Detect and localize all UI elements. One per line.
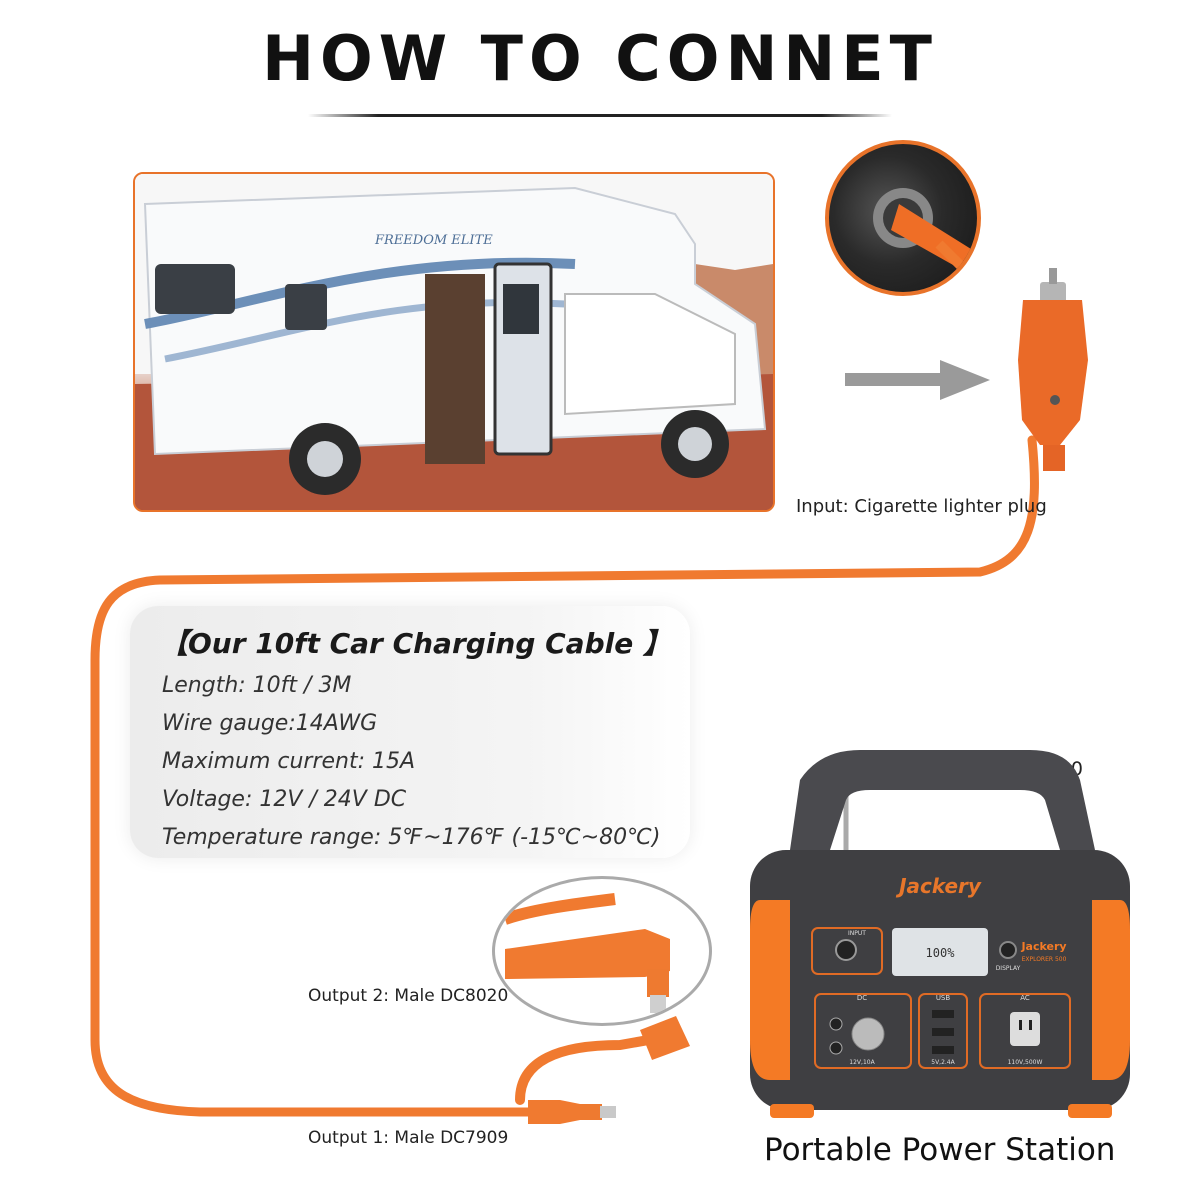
page-title: HOW TO CONNET xyxy=(262,22,938,95)
lighter-plug-icon xyxy=(1018,268,1088,471)
rv-photo: FREEDOM ELITE xyxy=(133,172,775,512)
spec-length: Length: 10ft / 3M xyxy=(162,673,352,698)
power-station-caption: Portable Power Station xyxy=(764,1132,1116,1168)
orange-cable xyxy=(90,435,1039,1117)
arrow-right-icon xyxy=(845,360,990,400)
spec-wire-gauge: Wire gauge:14AWG xyxy=(162,711,378,736)
output1-label: Output 1: Male DC7909 xyxy=(308,1128,509,1148)
spec-voltage: Voltage: 12V / 24V DC xyxy=(162,787,407,812)
output1-connector-icon xyxy=(515,1016,690,1124)
output2-label: Output 2: Male DC8020 xyxy=(308,986,509,1006)
socket-plug-icon xyxy=(873,188,977,290)
title-underline xyxy=(308,114,892,117)
spec-heading: 【Our 10ft Car Charging Cable 】 xyxy=(160,627,671,660)
spec-max-current: Maximum current: 15A xyxy=(162,749,416,774)
rv-illustration: FREEDOM ELITE xyxy=(135,174,773,510)
spec-panel xyxy=(130,606,690,858)
input-plug-label: Input: Cigarette lighter plug xyxy=(796,496,1047,517)
spec-temperature: Temperature range: 5℉~176℉ (-15℃~80℃) xyxy=(162,825,661,850)
dc-leader-line xyxy=(843,767,910,930)
dc-port-label: DC7909/DC8020 xyxy=(924,758,1083,780)
socket-closeup-photo xyxy=(825,140,981,296)
output2-closeup xyxy=(492,876,712,1026)
output2-connector-icon xyxy=(503,893,670,1013)
rv-brand-text: FREEDOM ELITE xyxy=(374,233,493,248)
